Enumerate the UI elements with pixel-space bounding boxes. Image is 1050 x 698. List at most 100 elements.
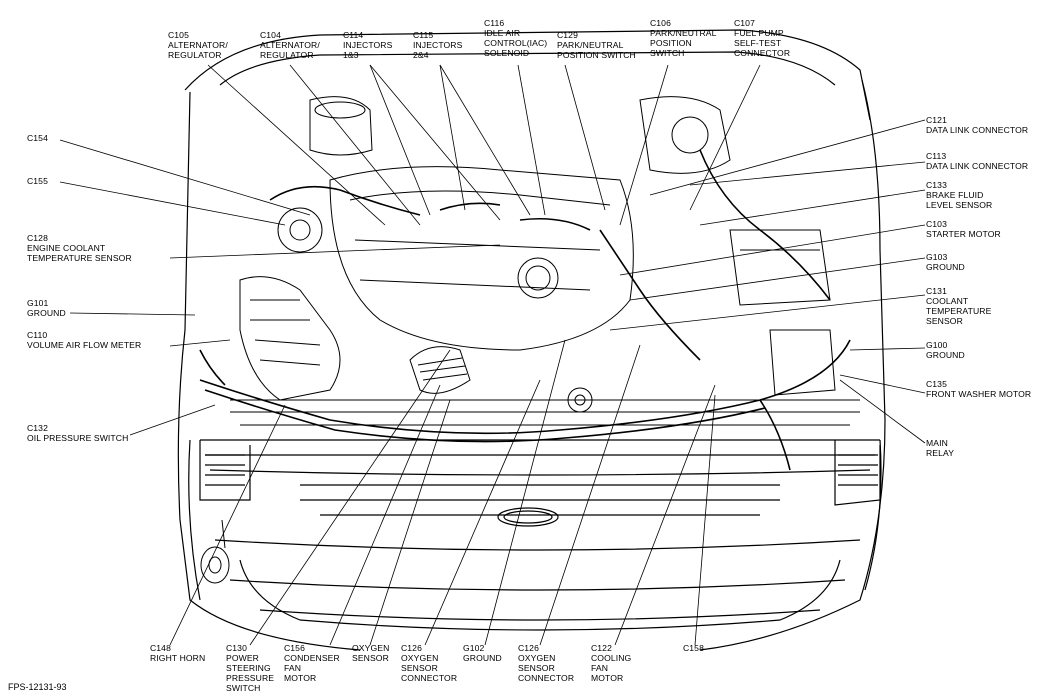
component-name-line: CONNECTOR — [518, 673, 575, 683]
component-name-line: OXYGEN — [518, 653, 556, 663]
component-name-line: MOTOR — [591, 673, 624, 683]
connector-id: C121 — [926, 115, 947, 125]
component-name-line: INJECTORS — [343, 40, 393, 50]
component-name-line: CONNECTOR — [401, 673, 458, 683]
component-name-line: POSITION SWITCH — [557, 50, 636, 60]
label-oxygen-sensor: OXYGEN SENSOR — [352, 643, 389, 663]
component-name-line: SENSOR — [352, 653, 389, 663]
component-name-line: COOLANT — [926, 296, 969, 306]
leader-lines — [59, 64, 926, 646]
component-name-line: POSITION — [650, 38, 692, 48]
label-c106: C106 PARK/NEUTRAL POSITION SWITCH — [650, 18, 716, 58]
component-name-line: OIL PRESSURE SWITCH — [27, 433, 129, 443]
label-c135: C135 FRONT WASHER MOTOR — [926, 379, 1031, 399]
label-c129: C129 PARK/NEUTRAL POSITION SWITCH — [557, 30, 636, 60]
label-g103: G103 GROUND — [926, 252, 965, 272]
connector-id: C104 — [260, 30, 281, 40]
label-c126-b: C126 OXYGEN SENSOR CONNECTOR — [518, 643, 574, 683]
component-name-line: GROUND — [27, 308, 66, 318]
component-name-line: FAN — [284, 663, 302, 673]
component-name-line: VOLUME AIR FLOW METER — [27, 340, 142, 350]
label-c122: C122 COOLING FAN MOTOR — [591, 643, 631, 683]
label-c154: C154 — [27, 133, 48, 143]
component-name-line: SENSOR — [401, 663, 438, 673]
component-name-line: INJECTORS — [413, 40, 463, 50]
label-c113: C113 DATA LINK CONNECTOR — [926, 151, 1028, 171]
label-c116: C116 IDLE AIR CONTROL(IAC) SOLENOID — [484, 18, 547, 58]
connector-id: C126 — [518, 643, 539, 653]
connector-id: C154 — [27, 133, 48, 143]
component-name-line: 1&3 — [343, 50, 359, 60]
component-name-line: DATA LINK CONNECTOR — [926, 161, 1029, 171]
connector-id: C115 — [413, 30, 434, 40]
component-name-line: TEMPERATURE SENSOR — [27, 253, 132, 263]
label-c114: C114 INJECTORS 1&3 — [343, 30, 392, 60]
component-name-line: RELAY — [926, 448, 955, 458]
label-c121: C121 DATA LINK CONNECTOR — [926, 115, 1028, 135]
label-c103: C103 STARTER MOTOR — [926, 219, 1001, 239]
connector-id: C114 — [343, 30, 364, 40]
label-c155: C155 — [27, 176, 48, 186]
component-name-line: IDLE AIR — [484, 28, 521, 38]
label-c105: C105 ALTERNATOR/ REGULATOR — [168, 30, 228, 60]
component-name-line: COOLING — [591, 653, 632, 663]
component-name-line: LEVEL SENSOR — [926, 200, 993, 210]
label-c128: C128 ENGINE COOLANT TEMPERATURE SENSOR — [27, 233, 132, 263]
label-c131: C131 COOLANT TEMPERATURE SENSOR — [926, 286, 991, 326]
label-c156: C156 CONDENSER FAN MOTOR — [284, 643, 340, 683]
connector-id: C106 — [650, 18, 671, 28]
component-name-line: CONDENSER — [284, 653, 340, 663]
connector-id: C133 — [926, 180, 947, 190]
label-c133: C133 BRAKE FLUID LEVEL SENSOR — [926, 180, 992, 210]
component-name-line: SOLENOID — [484, 48, 530, 58]
label-g100: G100 GROUND — [926, 340, 965, 360]
component-name-line: SENSOR — [926, 316, 963, 326]
component-name-line: PARK/NEUTRAL — [650, 28, 717, 38]
connector-id: C130 — [226, 643, 247, 653]
connector-id: C116 — [484, 18, 505, 28]
wiring-harness — [199, 149, 851, 471]
connector-id: C107 — [734, 18, 755, 28]
connector-id: C128 — [27, 233, 48, 243]
component-name-line: BRAKE FLUID — [926, 190, 984, 200]
connector-id: C156 — [284, 643, 305, 653]
component-name-line: POWER — [226, 653, 259, 663]
component-name-line: CONNECTOR — [734, 48, 791, 58]
vehicle-outline — [177, 29, 886, 651]
component-name-line: RIGHT HORN — [150, 653, 206, 663]
label-c107: C107 FUEL PUMP SELF-TEST CONNECTOR — [734, 18, 790, 58]
component-name-line: ALTERNATOR/ — [168, 40, 228, 50]
component-name-line: REGULATOR — [168, 50, 222, 60]
ground-id: G102 — [463, 643, 485, 653]
component-name-line: SELF-TEST — [734, 38, 782, 48]
connector-id: C155 — [27, 176, 48, 186]
ground-id: G100 — [926, 340, 948, 350]
component-name-line: REGULATOR — [260, 50, 314, 60]
component-name-line: OXYGEN — [401, 653, 439, 663]
connector-id: C113 — [926, 151, 947, 161]
label-g101: G101 GROUND — [27, 298, 66, 318]
component-name-line: FRONT WASHER MOTOR — [926, 389, 1032, 399]
connector-id: C131 — [926, 286, 947, 296]
connector-id: C148 — [150, 643, 171, 653]
connector-id: C158 — [683, 643, 704, 653]
component-name-line: STARTER MOTOR — [926, 229, 1001, 239]
connector-id: C122 — [591, 643, 612, 653]
engine-block — [200, 96, 860, 584]
component-name-line: STEERING — [226, 663, 271, 673]
connector-id: C129 — [557, 30, 578, 40]
component-name-line: PARK/NEUTRAL — [557, 40, 624, 50]
component-name-line: ALTERNATOR/ — [260, 40, 320, 50]
component-name-line: FUEL PUMP — [734, 28, 784, 38]
connector-id: C135 — [926, 379, 947, 389]
figure-id: FPS-12131-93 — [8, 682, 67, 692]
ground-id: G101 — [27, 298, 49, 308]
component-name-line: GROUND — [926, 350, 965, 360]
component-name-line: SENSOR — [518, 663, 555, 673]
label-g102: G102 GROUND — [463, 643, 502, 663]
component-name-line: CONTROL(IAC) — [484, 38, 548, 48]
connector-id: C110 — [27, 330, 48, 340]
component-name-line: GROUND — [463, 653, 502, 663]
connector-id: C132 — [27, 423, 48, 433]
component-name-line: FAN — [591, 663, 609, 673]
